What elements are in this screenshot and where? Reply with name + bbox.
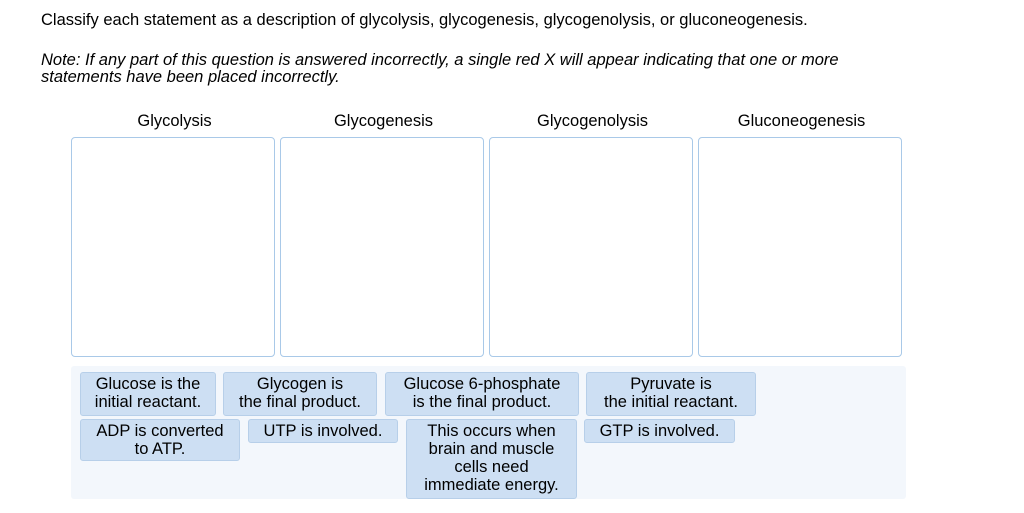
statement-chip[interactable]: Glucose is the initial reactant. [80, 372, 216, 416]
statement-tray[interactable]: Glucose is the initial reactant. Glycoge… [71, 366, 906, 499]
category-headers: Glycolysis Glycogenesis Glycogenolysis G… [70, 112, 906, 134]
statement-chip[interactable]: Pyruvate is the initial reactant. [586, 372, 756, 416]
drop-zone-glycolysis[interactable] [71, 137, 275, 357]
statement-chip[interactable]: Glycogen is the final product. [223, 372, 377, 416]
drop-zone-gluconeogenesis[interactable] [698, 137, 902, 357]
statement-chip[interactable]: ADP is converted to ATP. [80, 419, 240, 461]
category-header-glycolysis: Glycolysis [137, 112, 212, 130]
drop-zone-glycogenolysis[interactable] [489, 137, 693, 357]
question-note: Note: If any part of this question is an… [41, 51, 839, 86]
drop-zones [71, 137, 907, 359]
statement-chip[interactable]: Glucose 6-phosphate is the final product… [385, 372, 579, 416]
category-header-gluconeogenesis: Gluconeogenesis [737, 112, 866, 130]
question-instruction: Classify each statement as a description… [41, 11, 808, 29]
category-header-glycogenesis: Glycogenesis [333, 112, 434, 130]
category-header-glycogenolysis: Glycogenolysis [537, 112, 648, 130]
statement-chip[interactable]: GTP is involved. [584, 419, 735, 443]
statement-chip[interactable]: This occurs when brain and muscle cells … [406, 419, 577, 499]
drop-zone-glycogenesis[interactable] [280, 137, 484, 357]
statement-chip[interactable]: UTP is involved. [248, 419, 398, 443]
